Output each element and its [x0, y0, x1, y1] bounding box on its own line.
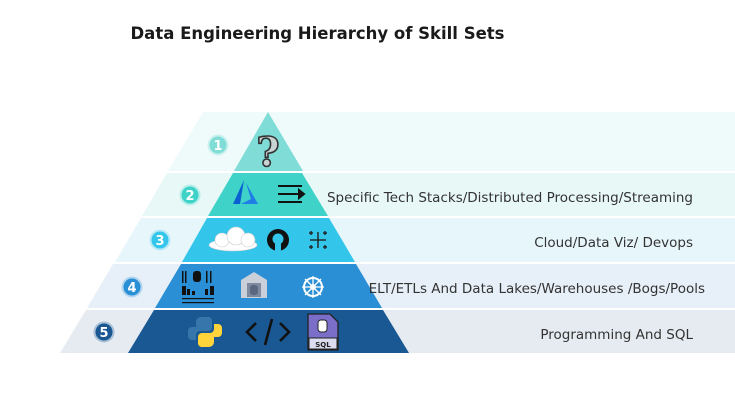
level-4-band	[155, 264, 382, 308]
level-5-badge: 5	[93, 321, 115, 343]
github-icon	[267, 229, 289, 251]
level-5-label: Programming And SQL	[540, 327, 693, 343]
cloud-icon	[208, 226, 258, 252]
tableau-icon	[309, 231, 327, 249]
level-3-label: Cloud/Data Viz/ Devops	[534, 235, 693, 251]
level-3-badge: 3	[149, 229, 171, 251]
python-icon	[188, 316, 222, 348]
code-icon	[245, 318, 291, 346]
warehouse-icon	[241, 272, 267, 298]
azure-icon	[233, 180, 258, 204]
kubernetes-icon	[302, 276, 324, 298]
svg-text:4: 4	[127, 281, 136, 296]
svg-text:3: 3	[155, 234, 164, 249]
level-1-badge: 1	[207, 134, 229, 156]
streaming-icon	[278, 185, 306, 203]
sql-file-icon: SQL	[307, 313, 339, 351]
question-mark-icon: ?	[255, 128, 280, 177]
svg-text:SQL: SQL	[315, 341, 331, 349]
svg-text:5: 5	[99, 326, 108, 341]
level-2-label: Specific Tech Stacks/Distributed Process…	[326, 190, 693, 206]
level-1-band	[234, 112, 303, 171]
level-2-badge: 2	[179, 184, 201, 206]
level-1-band-bg	[168, 112, 735, 171]
diagram-title: Data Engineering Hierarchy of Skill Sets	[130, 24, 505, 43]
level-4-badge: 4	[121, 276, 143, 298]
level-2-band	[208, 173, 328, 216]
svg-text:1: 1	[213, 139, 222, 154]
level-4-label: ELT/ETLs And Data Lakes/Warehouses /Bogs…	[368, 281, 705, 297]
svg-text:?: ?	[256, 129, 279, 176]
svg-text:2: 2	[185, 189, 194, 204]
data-lake-icon	[182, 271, 214, 304]
